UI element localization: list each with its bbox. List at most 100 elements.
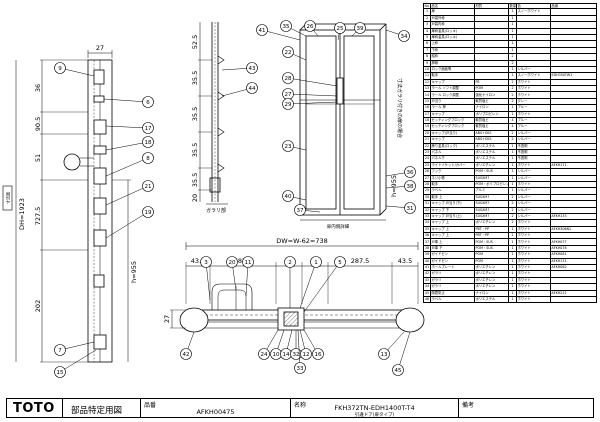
- callout-leader: [287, 93, 338, 97]
- callout-circle: [334, 22, 346, 34]
- callout-circle: [300, 348, 312, 360]
- callout-6: 6: [103, 96, 154, 108]
- callout-39: 39: [351, 22, 366, 37]
- plan-width-6: 43.5: [398, 257, 412, 265]
- callout-leader: [297, 329, 301, 369]
- callout-circle: [142, 152, 154, 164]
- callout-circle: [282, 46, 294, 58]
- callout-leader: [287, 101, 338, 105]
- side-section-dimensions: 52.5 35.5 35.5 35.5 35.5 20 ガラリ部: [191, 35, 226, 214]
- callout-24: 24: [258, 329, 279, 360]
- callout-33: 33: [294, 329, 306, 374]
- callout-circle: [142, 136, 154, 148]
- callout-leader: [105, 185, 149, 206]
- callout-13: 13: [378, 331, 405, 360]
- callout-leader: [59, 349, 97, 373]
- callout-26: 26: [304, 20, 319, 37]
- callout-circle: [294, 204, 306, 216]
- callout-number: 23: [285, 144, 292, 150]
- callout-number: 45: [395, 368, 402, 374]
- callout-21: 21: [105, 180, 154, 206]
- callout-number: 12: [303, 352, 310, 358]
- plan-side-dim: 27: [163, 315, 171, 323]
- iso-side-note: 寸法ガラリ付きの扉の場合: [396, 78, 403, 138]
- callout-29: 29: [282, 98, 338, 110]
- table-cell: [550, 104, 597, 112]
- callout-number: 6: [146, 100, 150, 106]
- callout-circle: [280, 20, 292, 32]
- parts-table-header: No 品名 材質 数量 色 品番: [423, 2, 597, 10]
- callout-circle: [180, 348, 192, 360]
- callout-circle: [242, 256, 254, 268]
- callout-number: 37: [297, 208, 304, 214]
- callout-3: 3: [200, 256, 212, 301]
- toto-logo: TOTO: [13, 401, 55, 416]
- callout-circle: [284, 256, 296, 268]
- name-label: 名称: [294, 402, 307, 409]
- doc-kind-cell: 部品特定用図: [63, 399, 141, 417]
- callout-number: 2: [288, 260, 292, 266]
- callout-number: 42: [183, 352, 190, 358]
- callout-number: 44: [249, 86, 256, 92]
- product-code-value: AFKH00475: [196, 408, 235, 416]
- callout-number: 1: [314, 260, 318, 266]
- table-cell: AFKH081: [550, 251, 597, 259]
- table-cell: [550, 270, 597, 278]
- table-cell: [550, 65, 597, 74]
- callout-42: 42: [180, 331, 195, 360]
- name-cell: 名称 FKH372TN-EDH1400T-T4 引違ドア(扉タイプ): [291, 399, 459, 418]
- callout-number: 22: [285, 50, 292, 56]
- callout-40: 40: [282, 190, 307, 202]
- name-value: FKH372TN-EDH1400T-T4: [334, 404, 415, 412]
- callout-number: 20: [229, 260, 236, 266]
- callout-leader: [105, 211, 149, 239]
- callout-19: 19: [105, 206, 154, 239]
- front-dim-5: 202: [34, 300, 42, 312]
- callout-number: 43: [249, 66, 256, 72]
- table-cell: 46: [423, 295, 431, 304]
- side-dim-4: 35.5: [191, 143, 199, 157]
- callout-circle: [294, 362, 306, 374]
- callout-14: 14: [280, 329, 293, 360]
- front-elevation-dimensions: 27 36 90.5 51 727.5 202 DH=1923 寸法図 h=95…: [5, 44, 139, 312]
- callout-circle: [282, 190, 294, 202]
- table-cell: ラベル: [430, 295, 475, 304]
- callout-8: 8: [105, 152, 154, 177]
- table-cell: [550, 21, 597, 29]
- callout-number: 21: [145, 184, 152, 190]
- table-cell: [550, 276, 597, 285]
- callout-5: 5: [303, 256, 346, 313]
- callout-16: 16: [303, 329, 324, 360]
- side-dim-6: 20: [191, 194, 199, 202]
- callout-circle: [354, 22, 366, 34]
- callout-number: 10: [273, 352, 280, 358]
- callout-28: 28: [282, 72, 338, 87]
- callout-34: 34: [385, 29, 410, 42]
- callout-number: 16: [315, 352, 322, 358]
- callout-circle: [310, 256, 322, 268]
- remarks-label: 備考: [462, 402, 475, 409]
- callout-circle: [282, 140, 294, 152]
- front-height-note: h=955: [130, 261, 138, 283]
- callout-leader: [59, 67, 95, 77]
- callout-circle: [304, 20, 316, 32]
- table-cell: [550, 85, 597, 93]
- callout-43: 43: [221, 62, 258, 74]
- callout-number: 31: [407, 206, 414, 212]
- callout-number: 3: [204, 260, 208, 266]
- callout-36: 36: [385, 166, 416, 178]
- table-cell: AFKH131: [550, 257, 597, 266]
- side-caption: ガラリ部: [206, 207, 226, 214]
- name-sub: 引違ドア(扉タイプ): [354, 413, 395, 418]
